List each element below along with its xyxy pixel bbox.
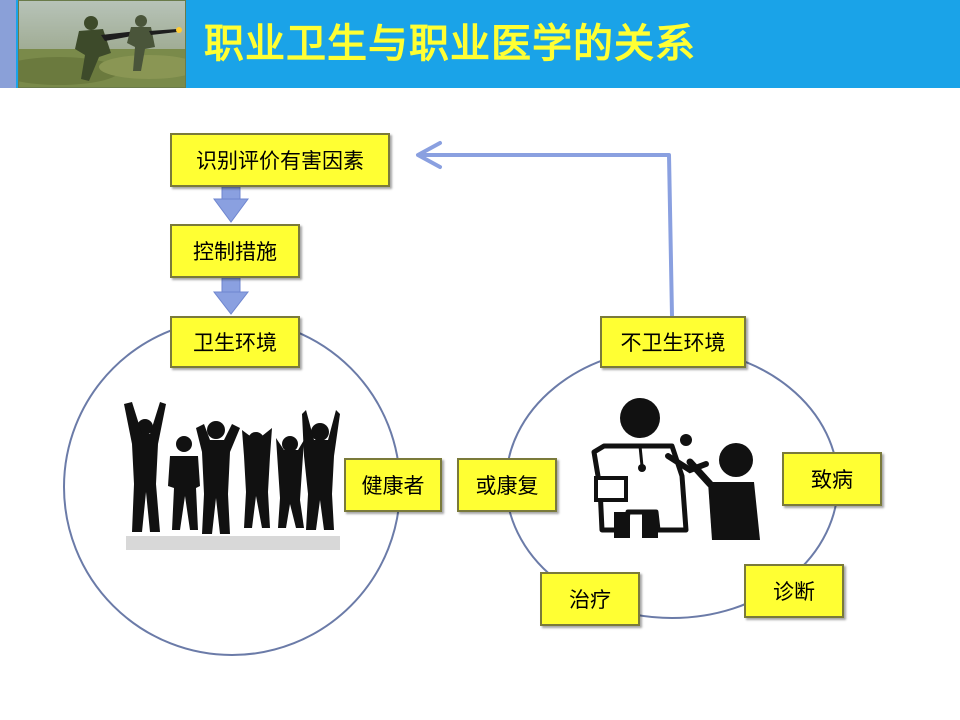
node-unhygienic-environment: 不卫生环境 [600,316,746,368]
down-arrow-icon [213,186,249,223]
down-arrow-icon [212,277,250,315]
node-cause-disease: 致病 [782,452,882,506]
header-bar: 职业卫生与职业医学的关系 [0,0,960,88]
page-title: 职业卫生与职业医学的关系 [204,21,696,67]
cheering-crowd-silhouette-icon [124,402,340,550]
node-identify-hazards: 识别评价有害因素 [170,133,390,187]
feedback-arrow-icon [416,141,674,317]
header-accent-bar [0,0,16,88]
node-control-measures: 控制措施 [170,224,300,278]
node-diagnosis: 诊断 [744,564,844,618]
node-recovery: 或康复 [457,458,557,512]
node-treatment: 治疗 [540,572,640,626]
soldiers-photo [18,0,186,88]
doctor-examining-patient-icon [591,398,760,540]
node-healthy: 健康者 [344,458,442,512]
node-hygienic-environment: 卫生环境 [170,316,300,368]
